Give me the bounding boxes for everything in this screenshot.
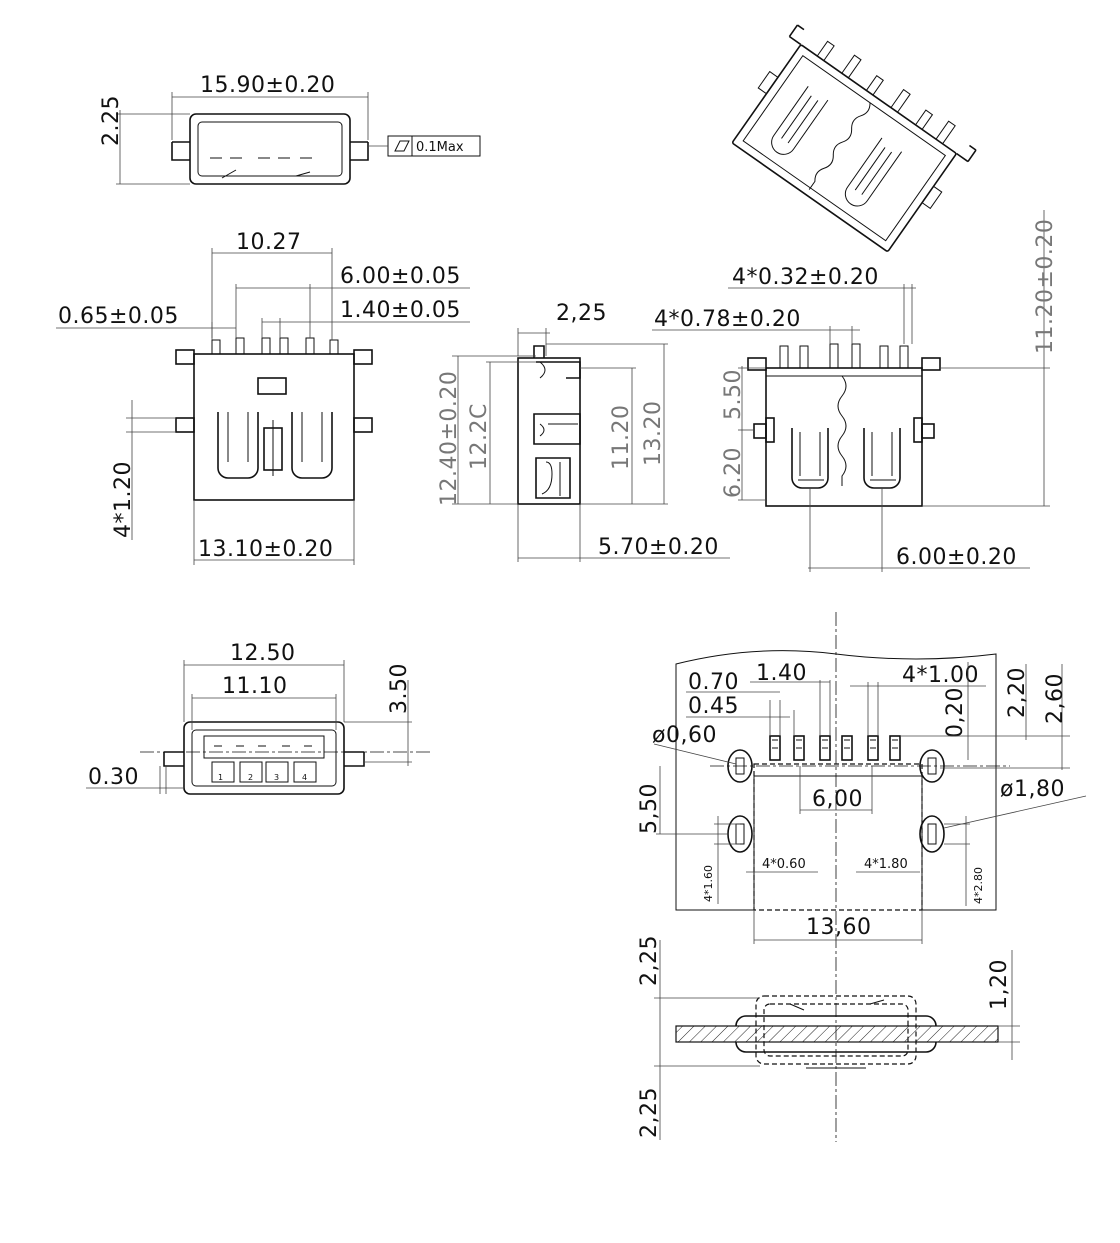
rear-view: 4*0.32±0.20 4*0.78±0.20 11.20±0.20 5.50 …: [652, 210, 1058, 572]
dim-side-h2: 12.2C: [467, 403, 492, 470]
dim-pcb-4x180: 4*1.80: [864, 857, 908, 872]
dim-rear-v1: 5.50: [721, 369, 746, 420]
dim-front-pin-width: 0.65±0.05: [58, 304, 179, 329]
end-pin-3: 3: [274, 773, 279, 782]
end-body: [183, 721, 345, 795]
dim-front-pin-pitch: 1.40±0.05: [340, 298, 461, 323]
dim-pcb-220: 2,20: [1005, 667, 1030, 718]
dim-side-depth: 2,25: [556, 301, 607, 326]
dim-pcb-225b: 2,25: [637, 1087, 662, 1138]
dim-pcb-140: 1.40: [756, 661, 807, 686]
dim-pcb-070: 0.70: [688, 670, 739, 695]
dim-end-offset: 0.30: [88, 765, 139, 790]
dim-pcb-600: 6,00: [812, 787, 863, 812]
dim-rear-pin-w2: 4*0.78±0.20: [654, 307, 801, 332]
pcb-component-outline: [753, 763, 923, 911]
dim-pcb-1360: 13,60: [806, 915, 871, 940]
dim-pcb-045: 0.45: [688, 694, 739, 719]
dim-pcb-550: 5,50: [637, 783, 662, 834]
dim-pcb-4x060: 4*0.60: [762, 857, 806, 872]
pcb-mounting-holes: [727, 749, 945, 853]
dim-top-height: 2.25: [99, 95, 124, 146]
end-view: 1 2 3 4 12.50 11.10 3.50 0.30: [86, 641, 430, 795]
end-pin-4: 4: [302, 773, 307, 782]
front-contact-right: [291, 412, 333, 479]
pcb-board-outline: [675, 650, 997, 911]
top-tabs: [171, 141, 369, 161]
dim-side-h1: 12.40±0.20: [437, 371, 462, 506]
dim-rear-pin-w1: 4*0.32±0.20: [732, 265, 879, 290]
dim-end-height: 3.50: [387, 663, 412, 714]
side-view: 2,25 12.40±0.20 12.2C 11.20 13.20 5.70±0…: [437, 301, 730, 562]
dim-front-width: 13.10±0.20: [198, 537, 333, 562]
dim-pcb-4x280: 4*2.80: [972, 867, 985, 904]
dim-side-h4: 13.20: [641, 401, 666, 466]
flatness-value: 0.1Max: [416, 140, 464, 155]
front-view: 10.27 6.00±0.05 1.40±0.05 0.65±0.05 4*1.…: [56, 230, 470, 565]
section-component-outline: [755, 995, 917, 1065]
top-body-inner: [197, 121, 343, 177]
dim-pcb-4x100: 4*1.00: [902, 663, 979, 688]
dim-pcb-4x160: 4*1.60: [702, 865, 715, 902]
dim-front-peg: 4*1.20: [111, 461, 136, 538]
flatness-icon: [394, 140, 410, 152]
front-contact-left: [217, 412, 259, 479]
dim-rear-height: 11.20±0.20: [1033, 219, 1058, 354]
dim-pcb-260: 2,60: [1043, 673, 1068, 724]
dim-side-h3: 11.20: [609, 405, 634, 470]
top-body-outline: [189, 113, 351, 185]
top-view: 15.90±0.20 2.25 0.1Max: [99, 73, 481, 185]
end-pin-2: 2: [248, 773, 253, 782]
dim-front-span: 10.27: [236, 230, 301, 255]
dim-top-width: 15.90±0.20: [200, 73, 335, 98]
dim-end-outer: 12.50: [230, 641, 295, 666]
dim-front-pitch-outer: 6.00±0.05: [340, 264, 461, 289]
top-clips: [221, 169, 311, 179]
isometric-view: [732, 24, 977, 252]
dim-rear-v2: 6.20: [721, 447, 746, 498]
pcb-substrate: [675, 1025, 999, 1043]
pcb-cross-section: [675, 995, 999, 1069]
pcb-signal-pads: [769, 735, 901, 761]
dim-pcb-020: 0,20: [943, 687, 968, 738]
dim-pcb-225a: 2,25: [637, 935, 662, 986]
dim-end-inner: 11.10: [222, 674, 287, 699]
front-window: [257, 377, 287, 395]
rear-body: [765, 367, 923, 507]
dim-pcb-dia060: ø0,60: [652, 723, 717, 748]
pcb-footprint: 0.70 1.40 0.45 4*1.00 0,20 2,20 2,60 ø0,…: [637, 612, 1087, 1142]
dim-pcb-dia180: ø1,80: [1000, 777, 1065, 802]
dim-side-length: 5.70±0.20: [598, 535, 719, 560]
end-pin-1: 1: [218, 773, 223, 782]
dim-rear-pitch: 6.00±0.20: [896, 545, 1017, 570]
dim-pcb-120: 1,20: [987, 959, 1012, 1010]
